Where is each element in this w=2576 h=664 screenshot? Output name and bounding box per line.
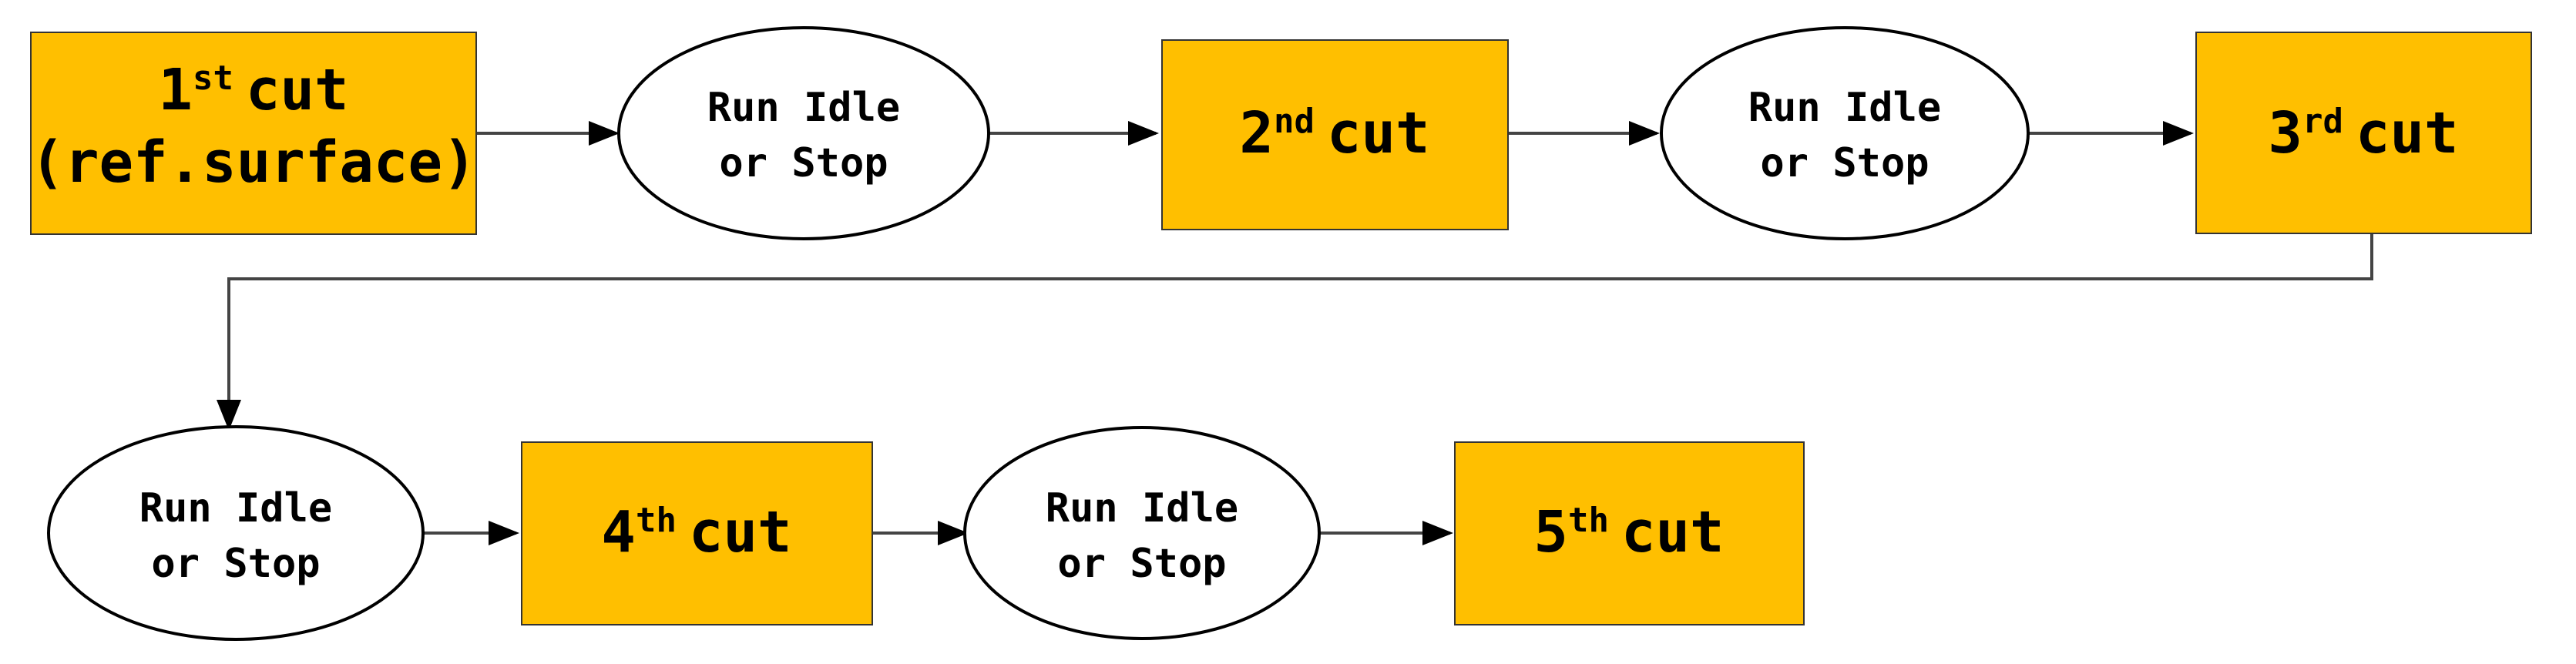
step-subtitle: (ref.surface) — [30, 129, 476, 196]
step-ellipse-idle-2: Run Idle or Stop — [1660, 26, 2030, 240]
step-ellipse-idle-3: Run Idle or Stop — [47, 425, 425, 641]
ellipse-line-2: or Stop — [1760, 140, 1929, 186]
ordinal-suffix: th — [636, 501, 677, 540]
ordinal-suffix: th — [1568, 501, 1609, 540]
ellipse-line-1: Run Idle — [139, 485, 332, 532]
step-word: cut — [689, 499, 792, 565]
ellipse-line-1: Run Idle — [707, 85, 900, 131]
step-word: cut — [1621, 499, 1725, 565]
ordinal-number: 5 — [1533, 499, 1568, 565]
ordinal-number: 4 — [601, 499, 636, 565]
step-word: cut — [246, 57, 349, 123]
ellipse-line-1: Run Idle — [1748, 85, 1941, 131]
ordinal-number: 3 — [2268, 100, 2302, 166]
ordinal-number: 1 — [158, 57, 193, 123]
ellipse-line-2: or Stop — [1057, 541, 1226, 587]
step-word: cut — [2356, 100, 2459, 166]
wrap-connector — [217, 233, 2373, 431]
ordinal-suffix: nd — [1274, 102, 1315, 141]
step-word: cut — [1327, 100, 1430, 166]
ordinal-suffix: st — [193, 59, 233, 98]
ellipse-line-2: or Stop — [151, 541, 320, 587]
ellipse-line-1: Run Idle — [1046, 485, 1238, 532]
ordinal-number: 2 — [1239, 100, 1274, 166]
step-ellipse-idle-4: Run Idle or Stop — [963, 426, 1321, 640]
ellipse-line-2: or Stop — [719, 140, 888, 186]
ordinal-suffix: rd — [2302, 102, 2343, 141]
step-ellipse-idle-1: Run Idle or Stop — [617, 26, 990, 240]
